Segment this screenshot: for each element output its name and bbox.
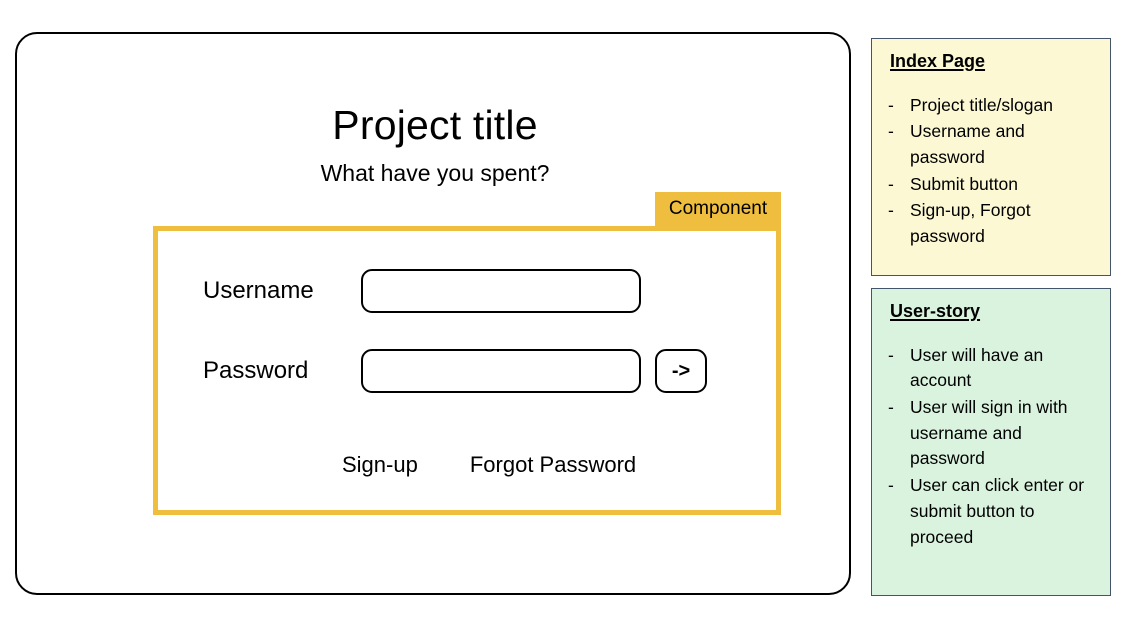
note-user-story-list: - User will have an account - User will … [884, 343, 1100, 551]
list-item: - User will have an account [884, 343, 1100, 394]
password-label: Password [203, 356, 309, 384]
note-user-story: User-story - User will have an account -… [871, 288, 1111, 596]
list-item: - User can click enter or submit button … [884, 473, 1100, 550]
note-user-story-title: User-story [890, 301, 981, 321]
submit-button[interactable]: -> [655, 349, 707, 393]
form-links: Sign-up Forgot Password [342, 452, 636, 478]
wireframe-frame: Project title What have you spent? Compo… [15, 32, 851, 595]
bullet-marker: - [888, 397, 894, 418]
note-index-page-list: - Project title/slogan - Username and pa… [884, 93, 1100, 250]
list-item: - User will sign in with username and pa… [884, 395, 1100, 472]
bullet-marker: - [888, 121, 894, 142]
list-item: - Submit button [884, 172, 1100, 198]
signup-link[interactable]: Sign-up [342, 452, 418, 477]
bullet-marker: - [888, 173, 894, 194]
bullet-marker: - [888, 94, 894, 115]
bullet-marker: - [888, 200, 894, 221]
page-slogan: What have you spent? [320, 160, 550, 186]
bullet-marker: - [888, 475, 894, 496]
bullet-marker: - [888, 344, 894, 365]
forgot-password-link[interactable]: Forgot Password [469, 452, 637, 477]
component-tab-label: Component [655, 192, 781, 226]
list-item: - Username and password [884, 119, 1100, 170]
username-label: Username [203, 276, 314, 304]
list-item: - Project title/slogan [884, 93, 1100, 119]
note-index-page-title: Index Page [890, 51, 986, 71]
list-item: - Sign-up, Forgot password [884, 198, 1100, 249]
password-input[interactable] [361, 349, 641, 393]
username-row: Username [203, 269, 641, 313]
page-title: Project title [332, 102, 538, 148]
password-row: Password -> [203, 349, 707, 393]
username-input[interactable] [361, 269, 641, 313]
note-index-page: Index Page - Project title/slogan - User… [871, 38, 1111, 276]
